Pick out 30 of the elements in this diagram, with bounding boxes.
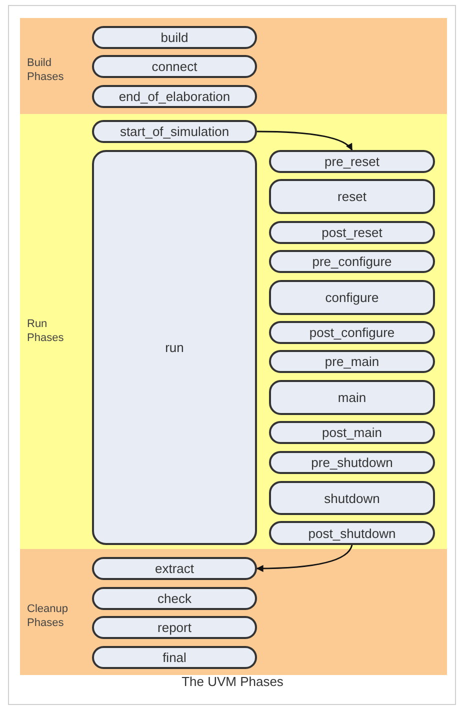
band-label: Run Phases xyxy=(27,317,65,345)
phase-box: main xyxy=(269,380,435,415)
phase-box: shutdown xyxy=(269,481,435,515)
band-label: Cleanup Phases xyxy=(27,602,69,630)
phase-box: pre_reset xyxy=(269,150,435,173)
phase-box: run xyxy=(92,150,257,545)
phase-box: pre_shutdown xyxy=(269,451,435,474)
phase-box: end_of_elaboration xyxy=(92,85,257,108)
phase-box: connect xyxy=(92,55,257,78)
phase-band xyxy=(20,549,447,675)
phase-box: report xyxy=(92,616,257,639)
band-label: Build Phases xyxy=(27,56,65,84)
phase-band xyxy=(20,114,447,549)
caption: The UVM Phases xyxy=(180,674,284,689)
phase-box: post_reset xyxy=(269,221,435,244)
phase-box: final xyxy=(92,646,257,669)
phase-box: pre_main xyxy=(269,350,435,373)
phase-box: post_configure xyxy=(269,321,435,344)
phase-box: configure xyxy=(269,280,435,315)
arrow xyxy=(257,130,353,151)
phase-box: extract xyxy=(92,557,257,580)
phase-box: build xyxy=(92,26,257,49)
phase-box: check xyxy=(92,587,257,610)
phase-box: post_shutdown xyxy=(269,521,435,545)
phase-box: post_main xyxy=(269,421,435,444)
phase-band xyxy=(20,18,447,114)
phase-box: start_of_simulation xyxy=(92,120,257,143)
phase-box: pre_configure xyxy=(269,250,435,273)
phase-box: reset xyxy=(269,179,435,214)
arrow xyxy=(256,544,353,572)
